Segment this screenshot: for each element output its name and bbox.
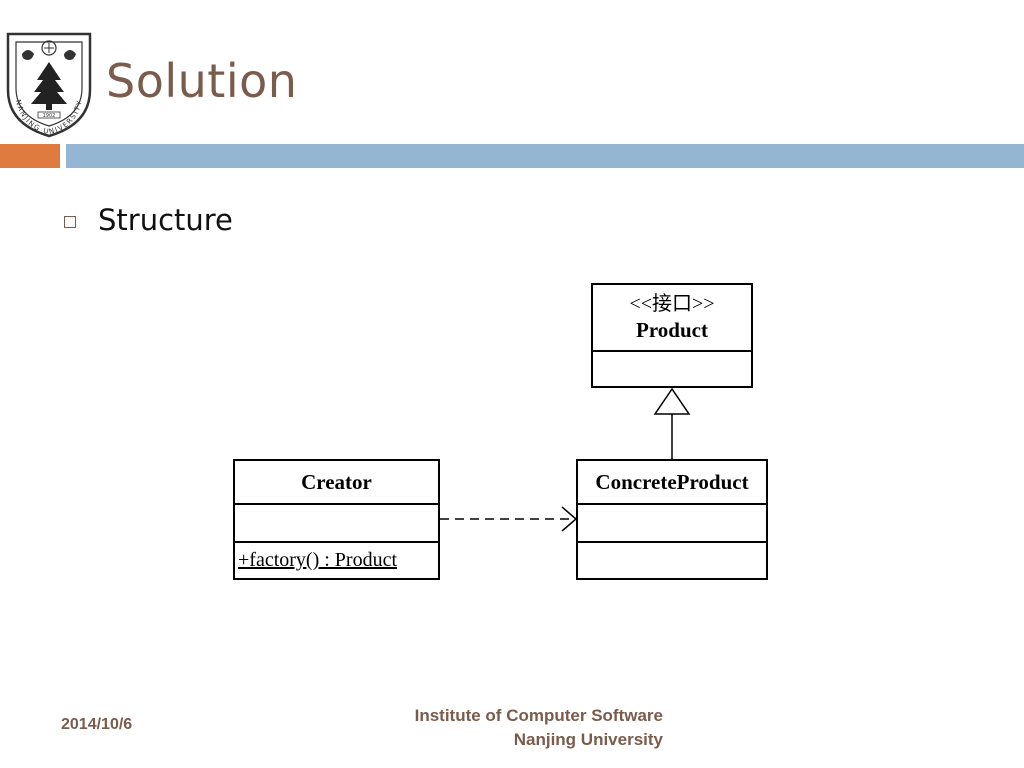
creator-attributes-compartment bbox=[235, 505, 438, 543]
seal-year: 1902 bbox=[43, 113, 56, 119]
footer-date: 2014/10/6 bbox=[61, 716, 133, 733]
university-seal-logo: 1902 NANJING UNIVERSITY bbox=[6, 32, 92, 138]
footer-institute-line1: Institute of Computer Software bbox=[414, 706, 663, 725]
square-bullet-icon bbox=[64, 215, 76, 228]
concrete-product-name-compartment: ConcreteProduct bbox=[578, 461, 766, 505]
bullet-item: Structure bbox=[64, 203, 233, 237]
creator-class-name: Creator bbox=[301, 469, 372, 494]
creator-methods-compartment: +factory() : Product bbox=[235, 543, 438, 578]
bullet-text: Structure bbox=[98, 203, 233, 237]
footer-institute-line2: Nanjing University bbox=[513, 730, 663, 749]
uml-class-product: <<接口>> Product bbox=[591, 283, 753, 388]
product-stereotype: <<接口>> bbox=[629, 292, 715, 315]
creator-name-compartment: Creator bbox=[235, 461, 438, 505]
product-name-compartment: <<接口>> Product bbox=[593, 285, 751, 352]
product-empty-compartment bbox=[593, 352, 751, 386]
footer-institute: Institute of Computer Software Nanjing U… bbox=[415, 704, 663, 752]
title-accent-bar-blue bbox=[66, 144, 1024, 168]
slide-title: Solution bbox=[106, 54, 298, 108]
title-accent-bar-orange bbox=[0, 144, 60, 168]
concrete-product-class-name: ConcreteProduct bbox=[595, 469, 749, 494]
uml-class-creator: Creator +factory() : Product bbox=[233, 459, 440, 580]
creator-factory-method: +factory() : Product bbox=[238, 549, 398, 571]
realization-arrowhead bbox=[653, 387, 691, 415]
uml-class-concrete-product: ConcreteProduct bbox=[576, 459, 768, 580]
concrete-product-attributes-compartment bbox=[578, 505, 766, 543]
product-class-name: Product bbox=[636, 317, 708, 342]
